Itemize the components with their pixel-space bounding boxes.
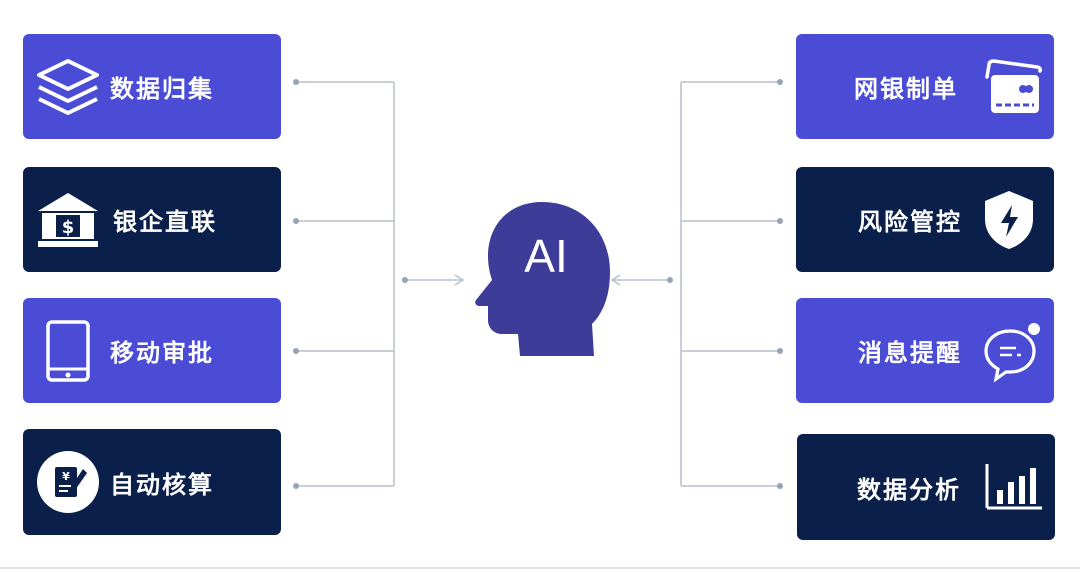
card-data-analysis[interactable]: 数据分析 [797,434,1055,540]
tablet-icon [33,298,103,403]
bar-chart-icon [979,434,1049,540]
layers-icon [33,34,103,139]
card-mobile-approval[interactable]: 移动审批 [23,298,281,403]
card-label: 风险管控 [858,208,962,236]
card-label: 自动核算 [110,470,214,499]
card-data-collection[interactable]: 数据归集 [23,34,281,139]
ai-head-icon [475,202,610,356]
ai-label: AI [524,230,568,282]
chat-bubble-icon [976,298,1046,403]
card-auto-accounting[interactable]: ¥ 自动核算 [23,429,281,535]
card-label: 移动审批 [110,339,214,367]
card-label: 消息提醒 [858,339,962,367]
card-message-reminder[interactable]: 消息提醒 [796,298,1054,403]
bottom-divider [0,567,1080,569]
card-bank-direct[interactable]: $ 银企直联 [23,167,281,272]
card-label: 网银制单 [854,75,958,103]
shield-icon [974,167,1044,272]
credit-card-icon [976,34,1046,139]
svg-text:¥: ¥ [62,470,70,483]
card-label: 数据归集 [110,75,214,103]
bank-icon: $ [33,167,103,272]
svg-text:$: $ [62,217,75,238]
card-label: 数据分析 [857,475,961,504]
card-online-banking-order[interactable]: 网银制单 [796,34,1054,139]
card-risk-control[interactable]: 风险管控 [796,167,1054,272]
card-label: 银企直联 [113,208,217,236]
invoice-edit-icon: ¥ [31,429,105,535]
